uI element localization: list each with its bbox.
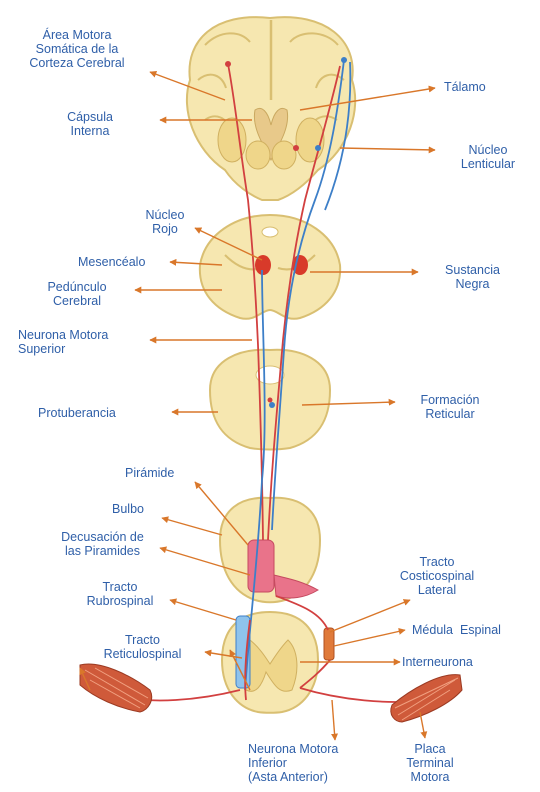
muscle-right <box>391 675 462 722</box>
label-placa-terminal-motora: Placa Terminal Motora <box>390 742 470 784</box>
label-formacion-reticular: Formación Reticular <box>400 393 500 421</box>
label-line: Tracto <box>382 555 492 569</box>
label-tracto-rubrospinal: Tracto Rubrospinal <box>70 580 170 608</box>
label-line: Sustancia <box>425 263 520 277</box>
label-line: Pirámide <box>125 466 174 480</box>
label-line: Área Motora <box>12 28 142 42</box>
label-line: Reticular <box>400 407 500 421</box>
label-neurona-motora-inferior: Neurona Motora Inferior (Asta Anterior) <box>248 742 338 784</box>
label-line: Motora <box>390 770 470 784</box>
label-line: las Piramides <box>40 544 165 558</box>
label-mesencefalo: Mesencéalo <box>78 255 145 269</box>
label-line: Rubrospinal <box>70 594 170 608</box>
label-line: Formación <box>400 393 500 407</box>
label-piramide: Pirámide <box>125 466 174 480</box>
label-line: Negra <box>425 277 520 291</box>
label-line: Tracto <box>80 633 205 647</box>
label-protuberancia: Protuberancia <box>38 406 116 420</box>
label-line: Interneurona <box>402 655 473 669</box>
label-neurona-motora-superior: Neurona Motora Superior <box>18 328 108 356</box>
label-line: Cerebral <box>22 294 132 308</box>
label-tracto-reticulospinal: Tracto Reticulospinal <box>80 633 205 661</box>
label-capsula-interna: Cápsula Interna <box>50 110 130 138</box>
label-line: Protuberancia <box>38 406 116 420</box>
label-bulbo: Bulbo <box>112 502 144 516</box>
label-line: Lenticular <box>438 157 538 171</box>
label-line: Superior <box>18 342 108 356</box>
label-tracto-corticospinal: Tracto Costicospinal Lateral <box>382 555 492 597</box>
label-area-motora: Área Motora Somática de la Corteza Cereb… <box>12 28 142 70</box>
label-nucleo-lenticular: Núcleo Lenticular <box>438 143 538 171</box>
label-decusacion: Decusación de las Piramides <box>40 530 165 558</box>
label-line: Tracto <box>70 580 170 594</box>
label-line: Tálamo <box>444 80 486 94</box>
label-line: Reticulospinal <box>80 647 205 661</box>
label-line: Bulbo <box>112 502 144 516</box>
label-medula-espinal: Médula Espinal <box>412 623 501 637</box>
label-line: Costicospinal <box>382 569 492 583</box>
label-line: Cápsula <box>50 110 130 124</box>
label-line: (Asta Anterior) <box>248 770 338 784</box>
label-line: Núcleo <box>438 143 538 157</box>
label-line: Lateral <box>382 583 492 597</box>
label-pedunculo-cerebral: Pedúnculo Cerebral <box>22 280 132 308</box>
label-line: Neurona Motora <box>18 328 108 342</box>
label-line: Neurona Motora <box>248 742 338 756</box>
label-line: Pedúnculo <box>22 280 132 294</box>
label-line: Somática de la <box>12 42 142 56</box>
label-line: Rojo <box>130 222 200 236</box>
label-line: Inferior <box>248 756 338 770</box>
label-line: Corteza Cerebral <box>12 56 142 70</box>
midbrain-section <box>200 215 340 319</box>
label-line: Decusación de <box>40 530 165 544</box>
label-line: Placa <box>390 742 470 756</box>
label-talamo: Tálamo <box>444 80 486 94</box>
muscle-left <box>80 664 152 712</box>
label-line: Médula Espinal <box>412 623 501 637</box>
label-line: Terminal <box>390 756 470 770</box>
label-interneurona: Interneurona <box>402 655 473 669</box>
label-sustancia-negra: Sustancia Negra <box>425 263 520 291</box>
label-nucleo-rojo: Núcleo Rojo <box>130 208 200 236</box>
label-line: Mesencéalo <box>78 255 145 269</box>
label-line: Núcleo <box>130 208 200 222</box>
label-line: Interna <box>50 124 130 138</box>
